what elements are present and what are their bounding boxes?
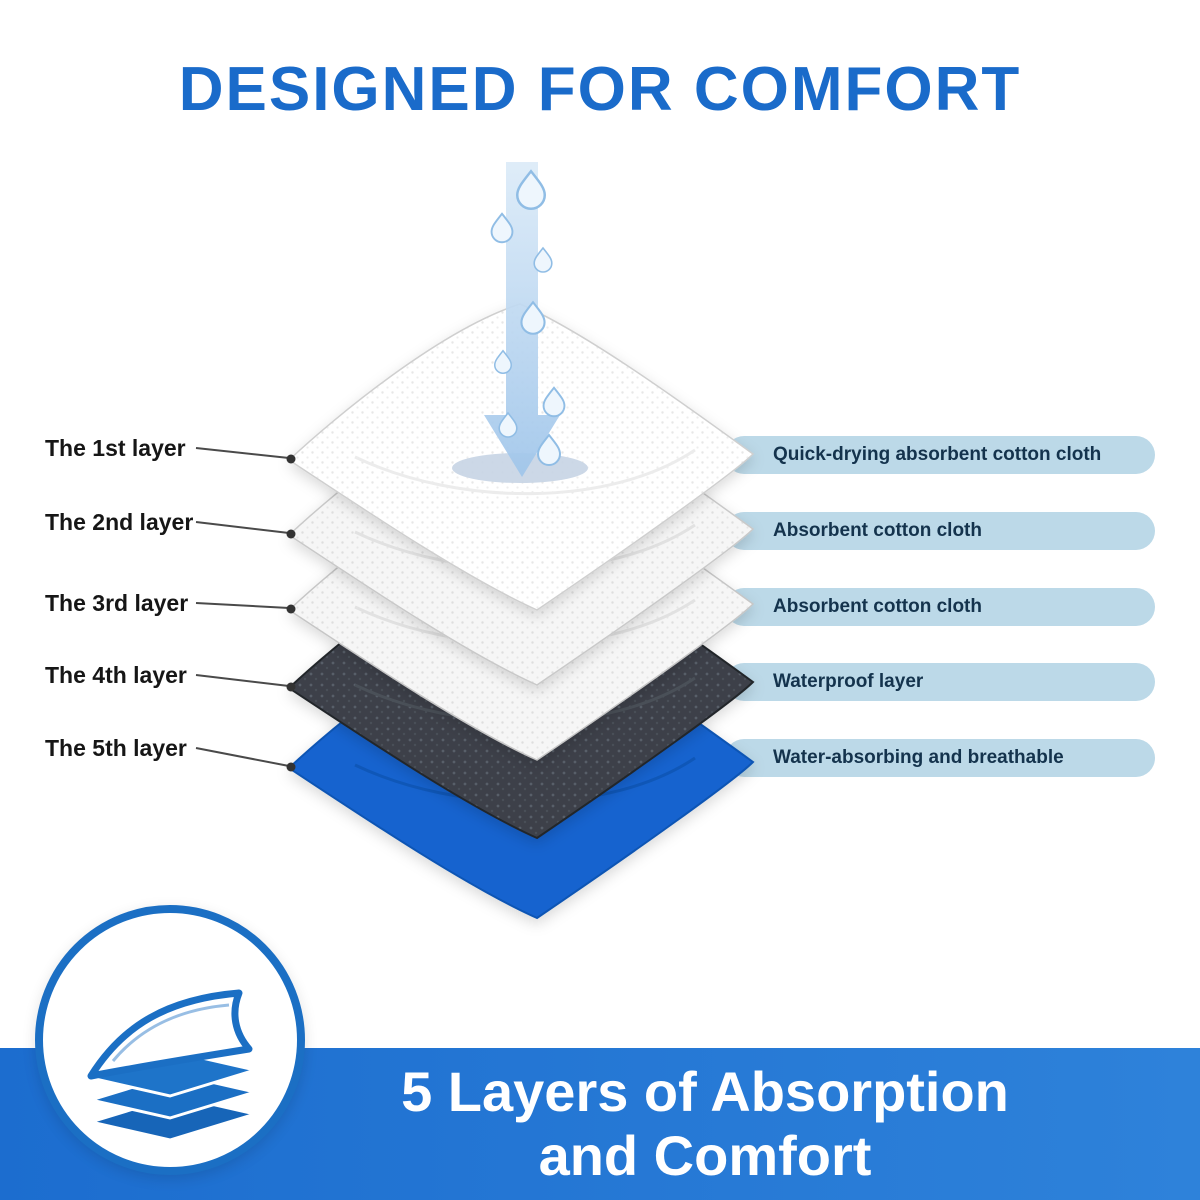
connector-line-1: [195, 447, 290, 459]
banner-line-1: 5 Layers of Absorption: [401, 1060, 1009, 1124]
layers-badge: [35, 905, 305, 1175]
water-drops-icon: [490, 170, 566, 466]
down-arrow-icon: [484, 162, 560, 477]
layer-4-fold-line: [354, 676, 696, 724]
layer-3-sheet: [287, 453, 755, 761]
badge-curved-page: [87, 989, 253, 1080]
connector-line-3: [195, 602, 290, 609]
layer-label-4: The 4th layer: [45, 662, 187, 688]
connector-dot-3: [286, 604, 296, 614]
layer-3-fold-line: [354, 598, 696, 646]
banner-line-2: and Comfort: [538, 1124, 872, 1187]
layer-1-sheet: [287, 303, 755, 611]
layer-description-pill-1: Quick-drying absorbent cotton cloth: [725, 436, 1155, 474]
layer-2-sheet: [287, 378, 755, 686]
connector-dot-1: [286, 454, 296, 464]
connector-dot-5: [286, 762, 296, 772]
layer-description-pill-3: Absorbent cotton cloth: [725, 588, 1155, 626]
layer-4-sheet: [287, 530, 755, 840]
layer-description-pill-4: Waterproof layer: [725, 663, 1155, 701]
layer-label-3: The 3rd layer: [45, 590, 189, 616]
layer-label-5: The 5th layer: [45, 735, 187, 761]
connector-line-2: [195, 521, 290, 534]
connector-dot-4: [286, 682, 296, 692]
connector-dots: [286, 454, 296, 772]
splash-shadow: [452, 453, 588, 483]
connector-lines: [195, 447, 290, 767]
layer-description-pill-5: Water-absorbing and breathable: [725, 739, 1155, 777]
badge-page-detail-line: [111, 1003, 230, 1062]
connector-line-4: [195, 674, 290, 687]
layer-label-1: The 1st layer: [45, 435, 186, 461]
layer-label-2: The 2nd layer: [45, 509, 194, 535]
layer-description-pill-2: Absorbent cotton cloth: [725, 512, 1155, 550]
connector-line-5: [195, 747, 290, 767]
connector-dot-2: [286, 529, 296, 539]
layer-5-sheet: [287, 610, 755, 920]
layer-1-fold-line: [354, 448, 696, 496]
page-title: DESIGNED FOR COMFORT: [178, 55, 1022, 124]
layer-2-fold-line: [354, 523, 696, 571]
layer-5-fold-line: [354, 756, 696, 804]
stacked-layers-icon: [85, 989, 261, 1142]
